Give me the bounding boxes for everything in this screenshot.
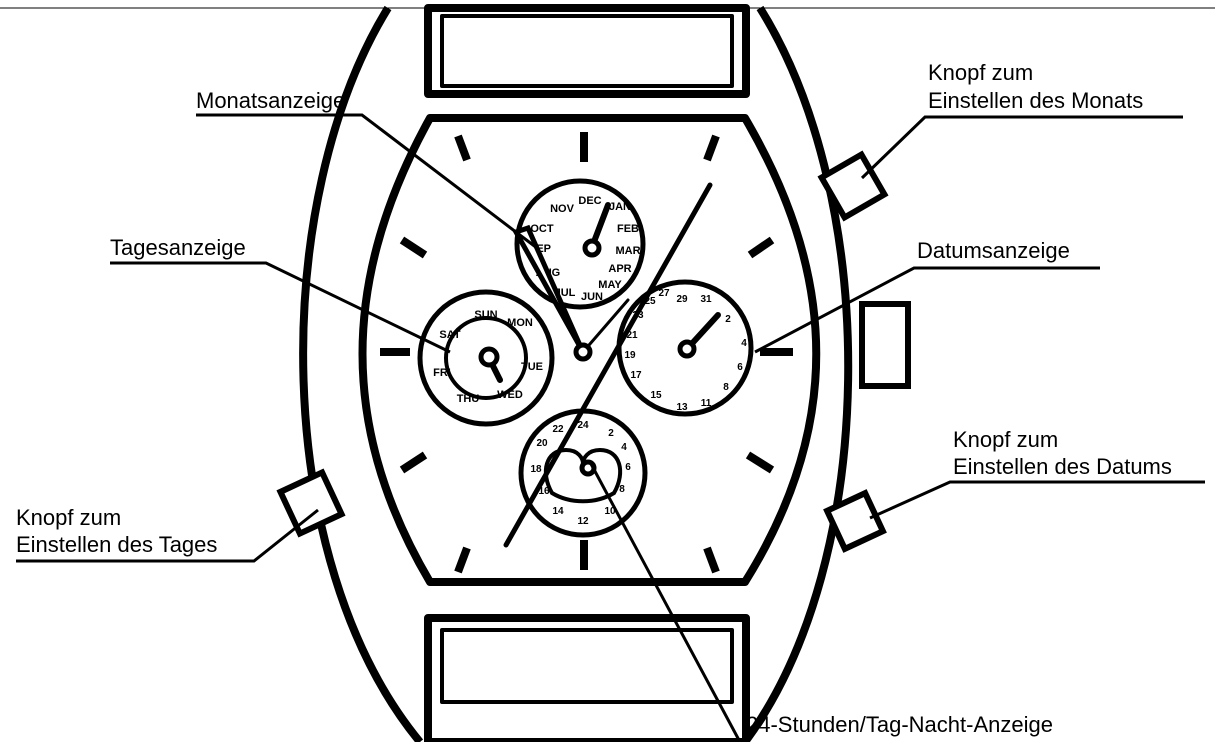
hour24-number: 22 xyxy=(552,424,564,435)
hour24-number: 12 xyxy=(577,516,589,527)
hour-marker-10 xyxy=(402,240,425,255)
day-button[interactable] xyxy=(280,472,341,533)
label-month-button-1: Knopf zum xyxy=(928,60,1033,85)
date-number: 8 xyxy=(723,382,729,393)
leader-month-button xyxy=(862,117,1183,178)
day-label: SUN xyxy=(474,309,497,321)
label-day-indicator: Tagesanzeige xyxy=(110,235,246,260)
date-number: 29 xyxy=(676,294,688,305)
date-number: 2 xyxy=(725,314,731,325)
day-label: THU xyxy=(457,393,480,405)
hour24-number: 8 xyxy=(619,484,625,495)
month-label: OCT xyxy=(530,223,554,235)
date-number: 6 xyxy=(737,362,743,373)
hour-marker-11 xyxy=(458,136,467,160)
month-pivot xyxy=(585,241,599,255)
date-number: 4 xyxy=(741,338,747,349)
month-label: MAR xyxy=(615,245,640,257)
crown-button[interactable] xyxy=(862,304,908,386)
day-label: FRI xyxy=(433,367,451,379)
hour24-number: 18 xyxy=(530,464,542,475)
date-number: 13 xyxy=(676,402,688,413)
leader-day xyxy=(110,263,450,352)
label-date-button-1: Knopf zum xyxy=(953,427,1058,452)
day-label: MON xyxy=(507,317,533,329)
hour24-number: 24 xyxy=(577,420,589,431)
center-pivot xyxy=(576,345,590,359)
day-label: TUE xyxy=(521,361,543,373)
hour-marker-1 xyxy=(707,136,716,160)
label-date-button-2: Einstellen des Datums xyxy=(953,454,1172,479)
month-label: JUN xyxy=(581,291,603,303)
label-day-button-2: Einstellen des Tages xyxy=(16,532,217,557)
date-number: 15 xyxy=(650,390,662,401)
day-label: SAT xyxy=(439,329,460,341)
label-daynight-indicator: 24-Stunden/Tag-Nacht-Anzeige xyxy=(746,712,1053,737)
month-label: APR xyxy=(608,263,631,275)
label-month-button-2: Einstellen des Monats xyxy=(928,88,1143,113)
label-date-indicator: Datumsanzeige xyxy=(917,238,1070,263)
hour-marker-7 xyxy=(458,548,467,572)
hour24-number: 2 xyxy=(608,428,614,439)
date-pivot xyxy=(680,342,694,356)
hour-marker-4 xyxy=(748,455,772,470)
strap-bottom xyxy=(428,618,746,742)
date-number: 11 xyxy=(701,398,712,409)
month-label: FEB xyxy=(617,223,639,235)
month-label: NOV xyxy=(550,203,575,215)
date-number: 31 xyxy=(700,294,712,305)
strap-top-inner xyxy=(442,16,732,86)
hour-marker-5 xyxy=(707,548,716,572)
hour24-number: 20 xyxy=(536,438,548,449)
strap-top xyxy=(428,8,746,94)
day-label: WED xyxy=(497,389,523,401)
strap-bottom-inner xyxy=(442,630,732,702)
hour-marker-8 xyxy=(402,455,425,470)
label-month-indicator: Monatsanzeige xyxy=(196,88,345,113)
hour24-number: 4 xyxy=(621,442,627,453)
day-pivot xyxy=(481,349,497,365)
date-number: 19 xyxy=(624,350,636,361)
date-number: 17 xyxy=(630,370,642,381)
month-label: JAN xyxy=(609,201,631,213)
month-label: DEC xyxy=(578,195,601,207)
hour24-number: 6 xyxy=(625,462,631,473)
leader-date-button xyxy=(870,482,1205,518)
hour-marker-2 xyxy=(750,240,772,255)
hour24-number: 14 xyxy=(552,506,564,517)
label-day-button-1: Knopf zum xyxy=(16,505,121,530)
leader-month xyxy=(196,115,537,248)
month-label: MAY xyxy=(598,279,622,291)
date-number: 27 xyxy=(658,288,670,299)
